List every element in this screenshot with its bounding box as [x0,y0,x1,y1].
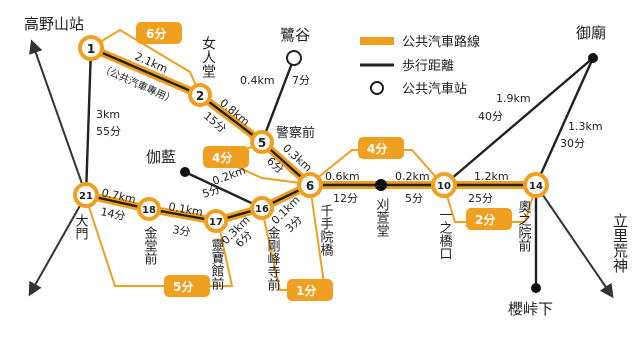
svg-text:6: 6 [306,179,314,193]
svg-text:0.1km: 0.1km [167,200,203,219]
walk-21-1 [84,47,93,196]
svg-text:7分: 7分 [292,74,310,87]
walk-1-2 [90,46,311,186]
stop-name-16: 金剛峰寺前 [265,225,281,291]
svg-text:1: 1 [87,42,95,56]
place-garan: 伽藍 [146,148,176,166]
svg-text:0.4km: 0.4km [240,74,275,87]
stop-14: 14 [523,172,549,198]
stop-5: 5 [250,130,274,154]
svg-text:5分: 5分 [201,182,222,200]
svg-text:10: 10 [437,181,451,192]
walk-sagitani [260,57,296,143]
svg-text:12分: 12分 [333,192,358,205]
stop-10: 10 [431,172,457,198]
stop-1: 1 [78,35,104,61]
svg-text:1分: 1分 [296,283,316,298]
stop-16: 16 [250,196,274,220]
svg-text:3km: 3km [96,108,120,121]
arrow-tachiri [535,184,614,299]
arrow-koyasan [29,39,87,196]
bus-loop-1-2 [89,28,201,96]
svg-text:公共汽車路線: 公共汽車路線 [402,34,480,50]
walk-endpoints [180,53,598,293]
svg-text:公共汽車站: 公共汽車站 [402,82,467,97]
svg-text:4分: 4分 [367,141,387,156]
bus-badge-5min: 5分 [164,275,210,297]
bus-badge-4min-b: 4分 [358,137,404,159]
svg-text:1.2km: 1.2km [474,170,509,183]
gobyo-dot [588,53,598,63]
svg-text:40分: 40分 [478,110,503,123]
svg-text:17: 17 [209,217,223,228]
stop-name-5: 警察前 [276,125,315,141]
svg-text:1.3km: 1.3km [568,120,603,133]
svg-text:25分: 25分 [468,192,493,205]
stop-18: 18 [137,197,161,221]
stop-name-21: 大門 [73,214,89,241]
sagitani-stop-circle [286,50,302,66]
stop-name-2: 女人堂 [200,35,216,78]
svg-text:14分: 14分 [99,205,126,223]
walk-10-gobyo [443,57,594,186]
walk-garan [184,170,263,210]
sakura-dot [531,283,541,293]
stop-name-17: 靈寶館前 [209,238,225,290]
karido-label: 刈萱堂 [374,198,390,237]
stop-name-18: 金堂前 [142,225,158,265]
svg-text:2分: 2分 [475,212,495,227]
svg-text:14: 14 [529,181,543,192]
garan-dot [180,167,190,177]
place-tachiri: 立里荒神 [611,213,629,273]
place-sakuratoge: 櫻峠下 [508,300,553,318]
svg-text:6分: 6分 [146,26,166,41]
stop-name-14: 奧之院前 [516,200,532,252]
svg-text:55分: 55分 [96,125,121,138]
stop-21: 21 [73,182,99,208]
legend-stop-swatch [370,81,384,95]
svg-text:18: 18 [142,205,156,216]
svg-text:0.6km: 0.6km [325,170,360,183]
place-koyasan: 高野山站 [24,15,84,33]
stop-name-6: 千手院橋 [318,204,334,257]
svg-text:0.2km: 0.2km [395,170,430,183]
svg-text:5: 5 [258,136,266,150]
svg-text:5分: 5分 [173,279,193,294]
svg-text:30分: 30分 [560,137,585,150]
stop-2: 2 [188,83,212,107]
walking-lines [84,46,595,288]
svg-text:21: 21 [79,191,93,202]
karido-dot [375,179,387,191]
svg-text:4分: 4分 [212,150,232,165]
legend: 公共汽車路線 歩行距離 公共汽車站 [360,34,480,97]
legend-bus-swatch [360,37,394,45]
svg-text:5分: 5分 [405,192,423,205]
svg-text:2: 2 [196,89,204,103]
stop-name-10: 一之橋口 [437,208,453,260]
stop-17: 17 [204,209,228,233]
svg-text:3分: 3分 [171,223,191,239]
bus-badge-4min-a: 4分 [203,146,249,168]
arrows [28,39,614,299]
svg-text:16: 16 [255,204,269,215]
stop-6: 6 [297,172,323,198]
walk-14-gobyo [534,57,595,186]
svg-text:歩行距離: 歩行距離 [402,59,454,74]
place-gobyo: 御廟 [576,24,606,42]
bus-badge-2min: 2分 [466,208,512,230]
place-sagitani: 鷺谷 [280,26,310,44]
arrow-daimon-down [28,194,87,297]
bus-badge-6min: 6分 [136,22,182,44]
bus-badge-1min: 1分 [287,279,333,301]
svg-text:1.9km: 1.9km [496,92,531,105]
